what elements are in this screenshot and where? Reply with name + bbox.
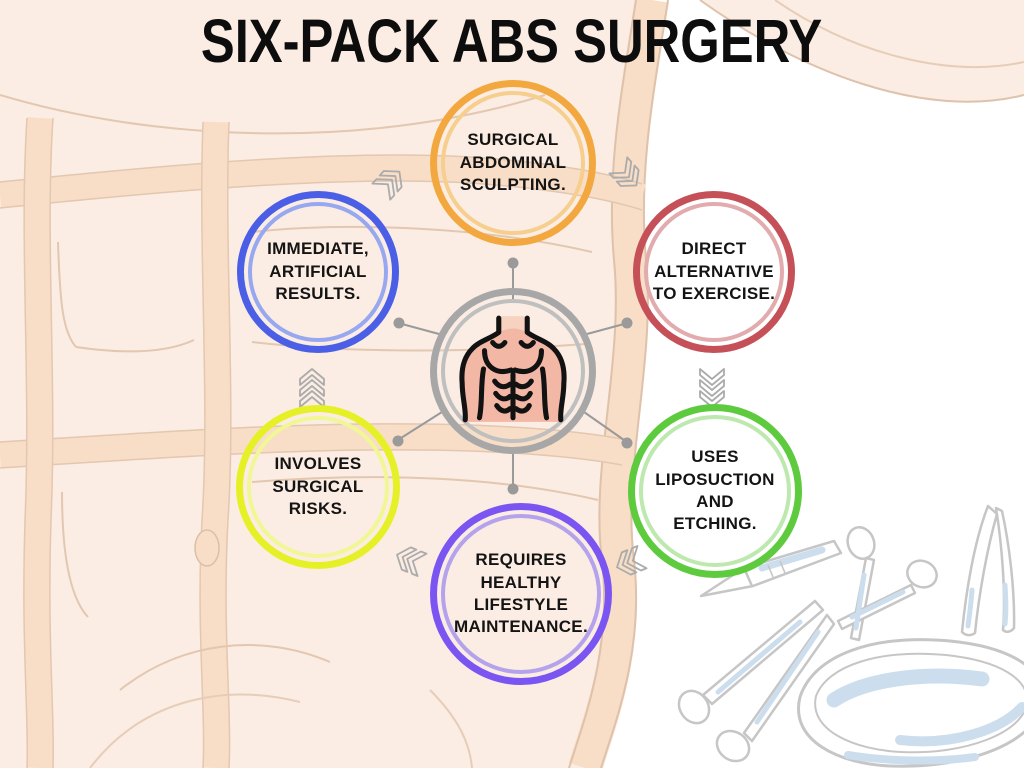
page-title: SIX-PACK ABS SURGERY	[201, 7, 823, 76]
node-immediate-results: IMMEDIATE, ARTIFICIAL RESULTS.	[237, 191, 399, 353]
node-surgical-sculpting: SURGICAL ABDOMINAL SCULPTING.	[430, 80, 596, 246]
node-label: IMMEDIATE, ARTIFICIAL RESULTS.	[267, 239, 369, 304]
node-liposuction-etching: USES LIPOSUCTION AND ETCHING.	[628, 404, 802, 578]
node-label: DIRECT ALTERNATIVE TO EXERCISE.	[652, 239, 776, 304]
node-inner-ring	[247, 416, 389, 558]
node-lifestyle-maintenance: REQUIRES HEALTHY LIFESTYLE MAINTENANCE.	[430, 503, 612, 685]
node-label: INVOLVES SURGICAL RISKS.	[272, 454, 364, 519]
torso-abs-icon	[459, 315, 567, 423]
node-label: USES LIPOSUCTION AND ETCHING.	[655, 447, 775, 534]
node-label: SURGICAL ABDOMINAL SCULPTING.	[459, 130, 567, 195]
node-inner-ring	[441, 91, 585, 235]
node-direct-alternative: DIRECT ALTERNATIVE TO EXERCISE.	[633, 191, 795, 353]
node-label: REQUIRES HEALTHY LIFESTYLE MAINTENANCE.	[454, 550, 588, 637]
center-node	[430, 288, 596, 454]
center-node-inner-ring	[441, 299, 585, 443]
node-inner-ring	[248, 202, 388, 342]
node-surgical-risks: INVOLVES SURGICAL RISKS.	[236, 405, 400, 569]
node-inner-ring	[644, 202, 784, 342]
node-inner-ring	[441, 514, 601, 674]
